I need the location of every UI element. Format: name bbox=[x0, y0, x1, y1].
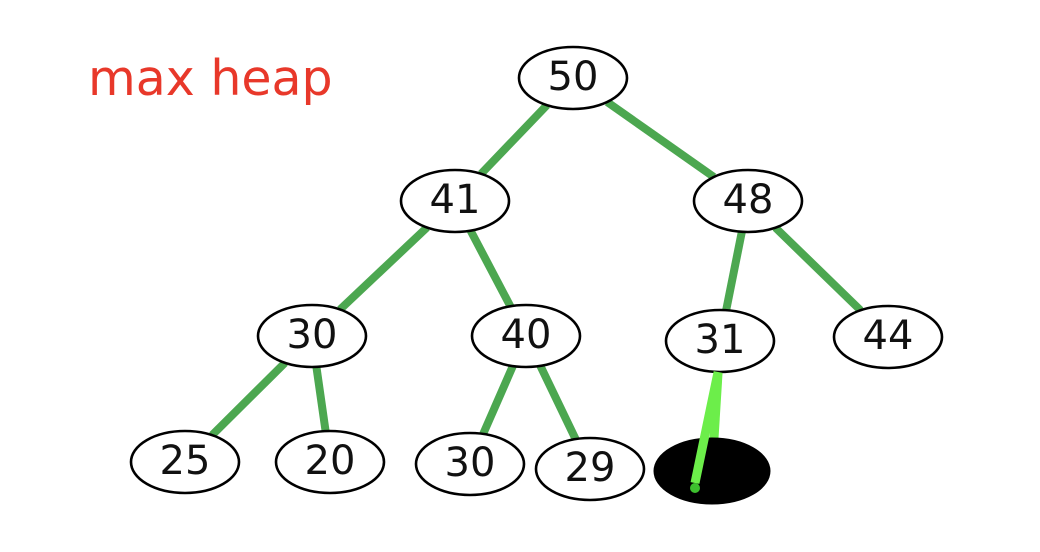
tree-node-30[interactable]: 30 bbox=[414, 431, 526, 497]
tree-node-20[interactable]: 20 bbox=[274, 429, 386, 495]
insertion-marker-dot bbox=[690, 483, 700, 493]
node-label: 20 bbox=[305, 438, 356, 484]
tree-edge-n50-n48 bbox=[604, 98, 717, 181]
node-ellipse bbox=[832, 304, 944, 370]
tree-edge-n48-n31 bbox=[722, 231, 746, 311]
tree-node-44[interactable]: 44 bbox=[832, 304, 944, 370]
node-label: 29 bbox=[565, 445, 616, 491]
tree-edge-n41-n30a bbox=[337, 224, 430, 313]
node-label: 41 bbox=[430, 177, 481, 223]
tree-node-25[interactable]: 25 bbox=[129, 429, 241, 495]
node-label: 30 bbox=[445, 440, 496, 486]
node-ellipse bbox=[274, 429, 386, 495]
edges-layer bbox=[209, 98, 864, 441]
tree-edge-n48-n44 bbox=[772, 224, 864, 314]
node-ellipse bbox=[692, 168, 804, 234]
node-ellipse bbox=[414, 431, 526, 497]
node-ellipse bbox=[399, 168, 511, 234]
node-label: 40 bbox=[501, 312, 552, 358]
tree-edge-highlight-overlay bbox=[690, 371, 723, 484]
tree-edge-n40-n29 bbox=[536, 364, 580, 441]
tree-edge-n50-n41 bbox=[478, 102, 550, 177]
node-ellipse bbox=[517, 45, 629, 111]
markers-layer bbox=[690, 371, 723, 493]
tree-node-30[interactable]: 30 bbox=[256, 303, 368, 369]
node-ellipse bbox=[129, 429, 241, 495]
node-ellipse bbox=[470, 303, 582, 369]
node-label: 31 bbox=[695, 317, 746, 363]
tree-node-41[interactable]: 41 bbox=[399, 168, 511, 234]
tree-node-29[interactable]: 29 bbox=[534, 436, 646, 502]
tree-node-48[interactable]: 48 bbox=[692, 168, 804, 234]
node-ellipse bbox=[256, 303, 368, 369]
node-label: 30 bbox=[287, 312, 338, 358]
tree-node-31[interactable]: 31 bbox=[664, 308, 776, 374]
diagram-caption: max heap bbox=[88, 50, 333, 107]
tree-node-50[interactable]: 50 bbox=[517, 45, 629, 111]
node-label: 44 bbox=[863, 313, 914, 359]
tree-edge-n40-n30b bbox=[479, 364, 517, 436]
node-label: 48 bbox=[723, 177, 774, 223]
tree-node-empty-slot[interactable] bbox=[653, 437, 771, 505]
node-ellipse bbox=[664, 308, 776, 374]
node-label: 25 bbox=[160, 438, 211, 484]
tree-edge-n30a-n25 bbox=[209, 359, 288, 439]
node-ellipse bbox=[534, 436, 646, 502]
tree-node-40[interactable]: 40 bbox=[470, 303, 582, 369]
tree-edge-n30a-n20 bbox=[312, 366, 330, 432]
node-ellipse-filled bbox=[653, 437, 771, 505]
node-label: 50 bbox=[548, 54, 599, 100]
tree-edge-n41-n40 bbox=[467, 228, 514, 309]
nodes-layer: 50 41 48 30 40 31 44 25 20 30 29 bbox=[129, 45, 944, 505]
